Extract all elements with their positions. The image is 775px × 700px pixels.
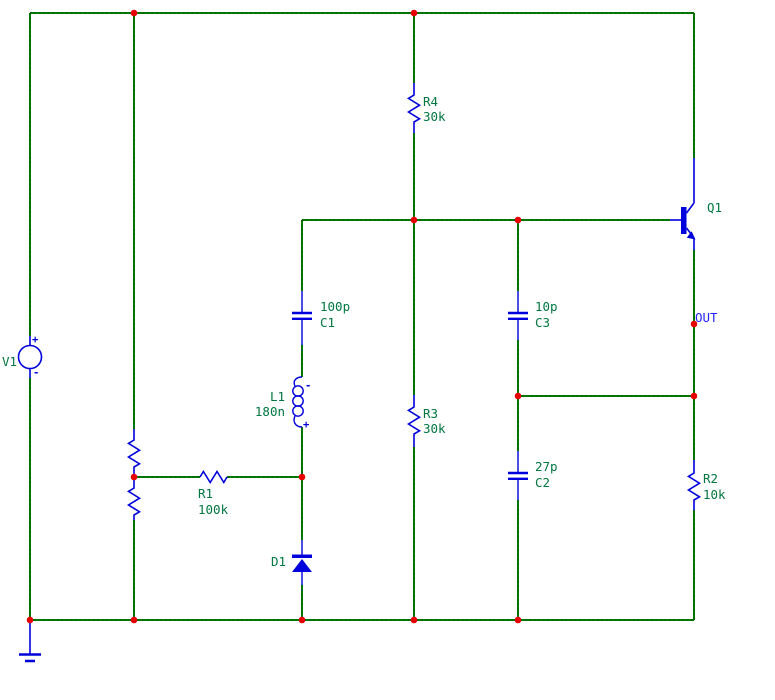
q1-base-bar [681,207,687,234]
junction-dot [298,616,306,624]
voltage-source-V1[interactable]: + - V1 [2,334,43,379]
c3-value-label[interactable]: 10p [535,299,558,314]
junction-dot [26,616,34,624]
potentiometer-lower-half[interactable] [126,477,142,520]
resistor-R3[interactable]: R3 30k [406,395,447,447]
q1-collector [685,158,695,214]
junction-dot [410,616,418,624]
capacitor-C3[interactable]: 10p C3 [508,291,558,340]
net-label-out[interactable]: OUT [695,310,718,325]
v1-plus-mark: + [32,334,38,346]
r4-value-label[interactable]: 30k [423,109,446,124]
q1-ref-label[interactable]: Q1 [707,200,722,215]
junction-dots [26,9,698,624]
resistor-R1[interactable]: R1 100k [198,469,229,518]
d1-ref-label[interactable]: D1 [271,554,286,569]
pot-upper-body [126,429,142,477]
junction-dot [410,216,418,224]
junction-dot [298,473,306,481]
l1-bottom-hook [293,415,303,428]
capacitor-C2[interactable]: 27p C2 [508,451,558,500]
d1-cathode-bar [292,554,312,558]
l1-value-label[interactable]: 180n [255,404,285,419]
resistor-R4[interactable]: R4 30k [406,83,447,133]
l1-coil-turn [292,405,304,417]
inductor-L1[interactable]: - + L1 180n [255,376,311,431]
q1-emitter-arrow [686,231,696,240]
c3-ref-label[interactable]: C3 [535,315,550,330]
junction-dot [130,9,138,17]
junction-dot [514,216,522,224]
c2-value-label[interactable]: 27p [535,459,558,474]
l1-plus-mark: + [303,419,309,431]
r1-ref-label[interactable]: R1 [198,486,213,501]
junction-dot [514,616,522,624]
c2-plates [508,471,528,480]
transistor-Q1[interactable]: Q1 [670,158,722,250]
r4-ref-label[interactable]: R4 [423,94,438,109]
r4-body [406,83,422,133]
junction-dot [130,616,138,624]
l1-top-hook [293,376,303,387]
r2-ref-label[interactable]: R2 [703,471,718,486]
c2-ref-label[interactable]: C2 [535,475,550,490]
c1-plates [292,311,312,320]
c3-plates [508,311,528,320]
d1-anode-triangle [292,559,312,572]
v1-ref-label[interactable]: V1 [2,354,17,369]
l1-minus-mark: - [305,380,311,392]
junction-dot [514,392,522,400]
r1-body [199,469,228,485]
ground-bars [19,653,41,663]
r3-value-label[interactable]: 30k [423,421,446,436]
r2-value-label[interactable]: 10k [703,487,726,502]
junction-dot [130,473,138,481]
voltage-source-circle [17,344,43,370]
ground-symbol[interactable] [19,622,41,663]
v1-minus-mark: - [33,367,39,379]
resistor-R2[interactable]: R2 10k [686,460,727,510]
r3-ref-label[interactable]: R3 [423,406,438,421]
c1-ref-label[interactable]: C1 [320,315,335,330]
diode-D1[interactable]: D1 [271,540,312,585]
junction-dot [690,392,698,400]
l1-ref-label[interactable]: L1 [270,389,285,404]
pot-lower-body [126,477,142,520]
junction-dot [690,320,698,328]
capacitor-C1[interactable]: 100p C1 [292,291,350,345]
r1-value-label[interactable]: 100k [198,502,229,517]
r2-body [686,460,702,510]
potentiometer-upper-half[interactable] [126,429,142,477]
junction-dot [410,9,418,17]
r3-body [406,395,422,447]
c1-value-label[interactable]: 100p [320,299,350,314]
